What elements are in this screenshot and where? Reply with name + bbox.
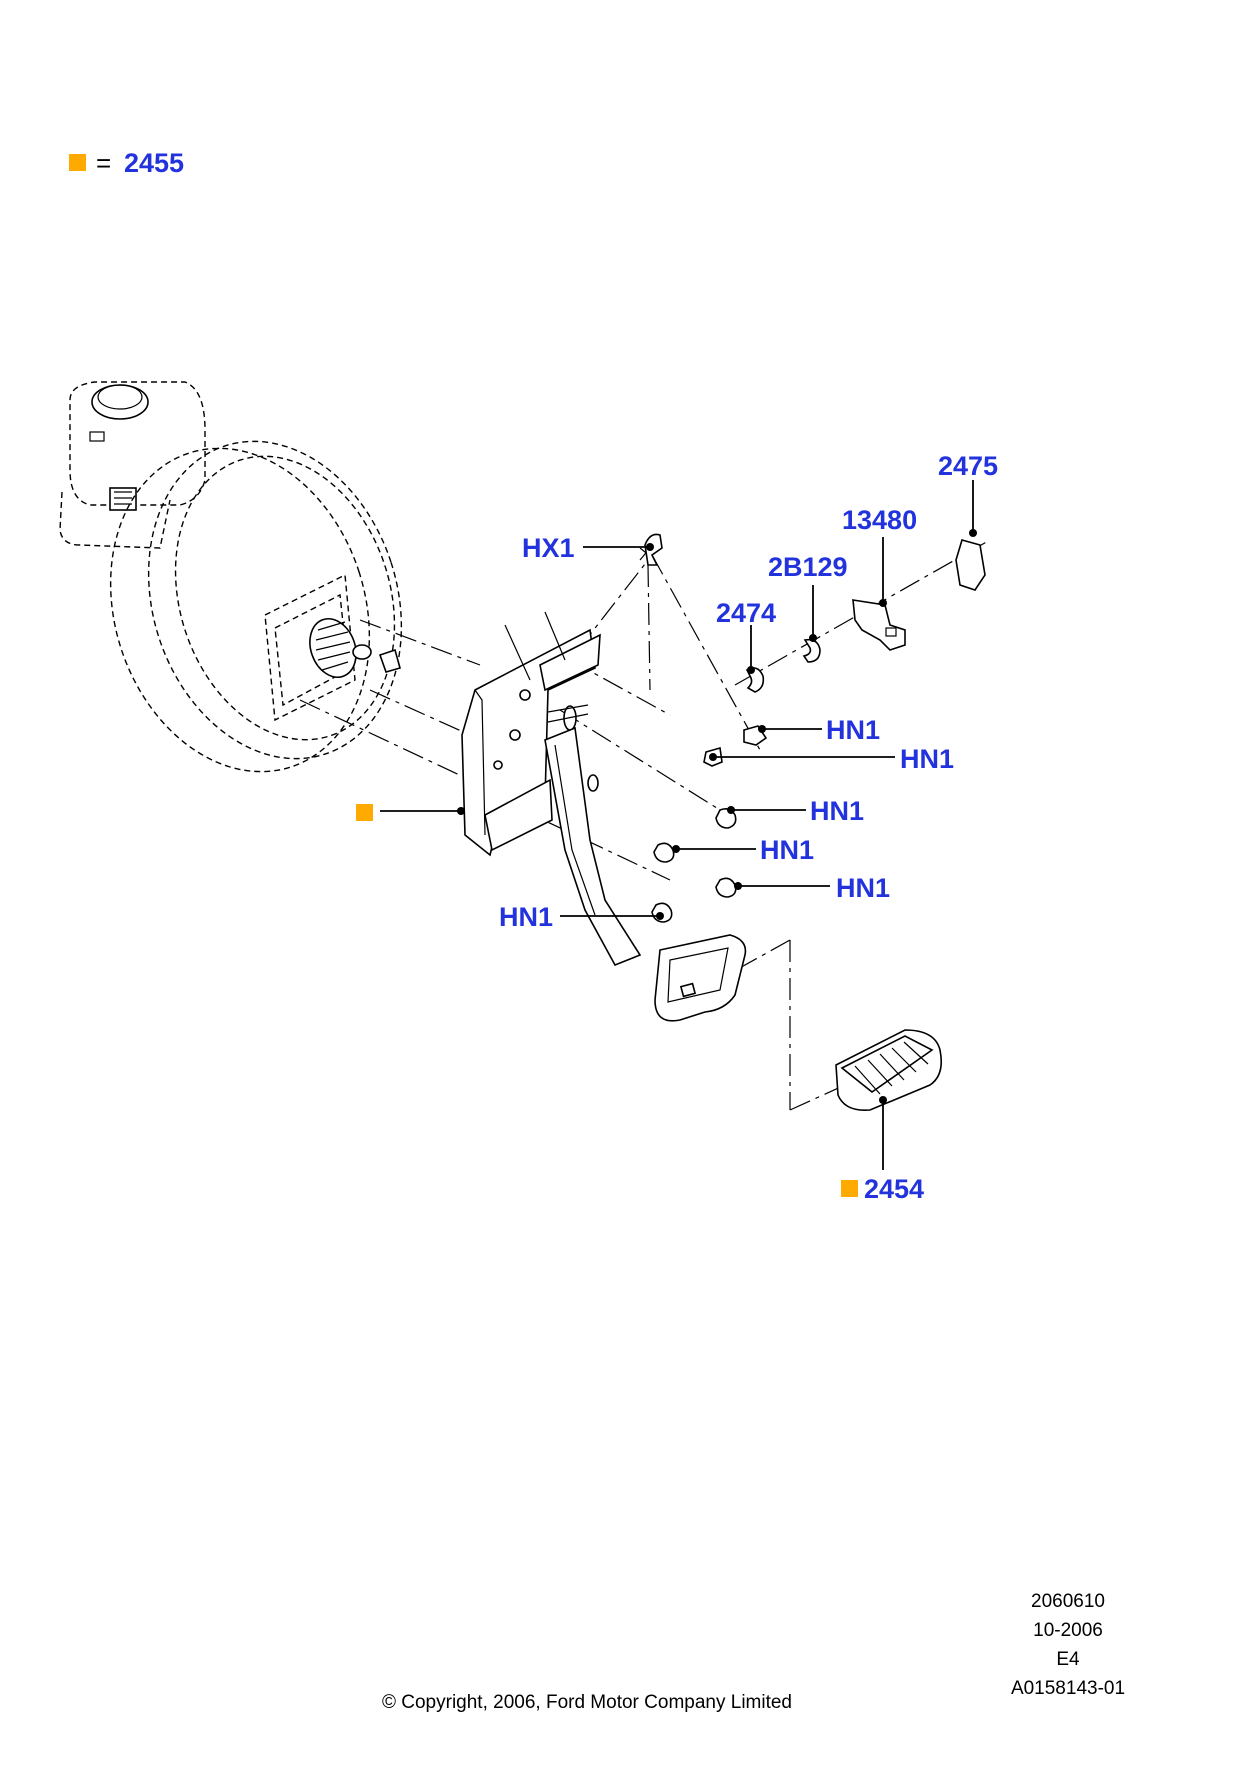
footer-ref: A0158143-01: [1011, 1678, 1125, 1699]
callouts: HX1 2475 13480 2B129 2474 HN1 HN1 HN1 HN: [356, 451, 998, 1204]
footer-copyright: © Copyright, 2006, Ford Motor Company Li…: [382, 1692, 792, 1713]
pushrod-clevis-pin: [352, 644, 372, 660]
legend-part-number[interactable]: 2455: [124, 148, 184, 178]
bushing-2474: [745, 667, 765, 693]
legend-equals: =: [96, 148, 111, 178]
callout-hn1-c[interactable]: HN1: [810, 796, 864, 826]
footer: 2060610 10-2006 E4 A0158143-01 © Copyrig…: [382, 1591, 1125, 1713]
callout-13480[interactable]: 13480: [842, 505, 917, 535]
pushrod-clip: [378, 648, 401, 673]
clip-2b129: [802, 638, 821, 663]
callout-hn1-f[interactable]: HN1: [499, 902, 553, 932]
booster-drum-front: [147, 440, 403, 760]
callout-hn1-d[interactable]: HN1: [760, 835, 814, 865]
callout-2454[interactable]: 2454: [864, 1174, 924, 1204]
callout-hn1-a[interactable]: HN1: [826, 715, 880, 745]
callout-hn1-e[interactable]: HN1: [836, 873, 890, 903]
nut-hn1-d: [653, 842, 675, 863]
legend: = 2455: [69, 148, 184, 178]
nut-hn1-e: [715, 877, 737, 898]
bracket-13480: [852, 599, 906, 651]
footer-date: 10-2006: [1033, 1620, 1103, 1641]
booster-rim: [174, 455, 396, 741]
callout-hn1-b[interactable]: HN1: [900, 744, 954, 774]
reservoir-label: [89, 431, 105, 442]
footer-rev: E4: [1056, 1649, 1080, 1670]
callout-2b129[interactable]: 2B129: [768, 552, 848, 582]
callout-2454-marker: [841, 1180, 858, 1197]
legend-marker-square: [69, 154, 86, 171]
callout-hx1[interactable]: HX1: [522, 533, 575, 563]
callout-2475[interactable]: 2475: [938, 451, 998, 481]
booster-drum-rear: [109, 447, 371, 773]
hx1-clip: [644, 533, 663, 566]
reservoir-body: [69, 381, 206, 506]
bracket-marker-square: [356, 804, 373, 821]
booster-mount-plate: [264, 573, 356, 722]
footer-code: 2060610: [1031, 1591, 1105, 1612]
switch-2475: [955, 539, 986, 591]
callout-2474[interactable]: 2474: [716, 598, 776, 628]
brake-booster-assembly: [59, 381, 403, 773]
reservoir-cap-top: [97, 384, 143, 410]
brake-pedal-arm: [544, 726, 747, 1022]
small-hardware: [644, 533, 986, 923]
master-cylinder: [59, 491, 171, 549]
pedal-rubber-pad: [835, 1029, 943, 1112]
pedal-bracket: [461, 611, 601, 857]
